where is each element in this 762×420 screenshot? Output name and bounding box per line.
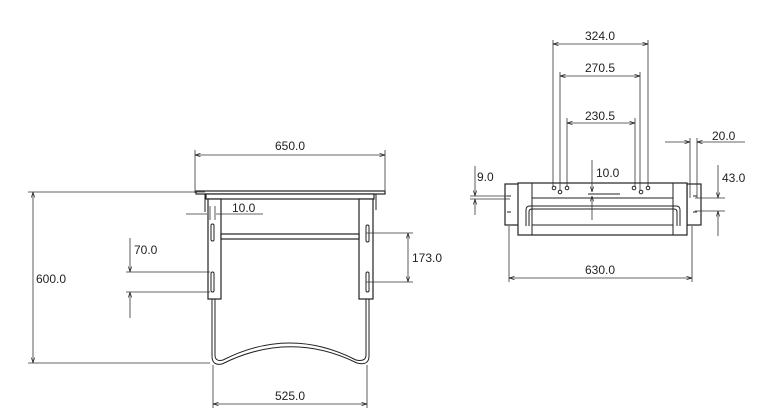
dim-label: 525.0	[275, 389, 305, 403]
right-view: 324.0 270.5 230.5 10.0 20.0 9.0 43.0 630…	[470, 29, 746, 282]
dimension-650: 650.0	[194, 139, 386, 193]
dimension-525: 525.0	[212, 365, 368, 408]
dim-label: 630.0	[585, 263, 615, 277]
dimension-600: 600.0	[28, 191, 210, 364]
dim-label: 20.0	[712, 129, 736, 143]
dim-label: 9.0	[477, 170, 494, 184]
dimension-230-5: 230.5	[566, 109, 636, 186]
left-view: 650.0 10.0 70.0 173.0 600.0 525.0	[28, 139, 442, 408]
dim-label: 173.0	[412, 251, 442, 265]
dimension-70: 70.0	[126, 238, 210, 318]
dimension-630: 630.0	[508, 226, 693, 282]
dimension-10: 10.0	[186, 201, 263, 220]
dim-label: 230.5	[585, 109, 615, 123]
dim-label: 70.0	[134, 243, 158, 257]
dimension-9: 9.0	[470, 166, 510, 215]
dim-label: 600.0	[36, 272, 66, 286]
dimension-173: 173.0	[366, 232, 442, 283]
dimension-10: 10.0	[592, 160, 620, 220]
keyboard-tray-front	[195, 190, 386, 365]
dim-label: 43.0	[722, 171, 746, 185]
dimension-324: 324.0	[552, 29, 649, 186]
dimension-270-5: 270.5	[559, 61, 641, 190]
dim-label: 10.0	[596, 166, 620, 180]
keyboard-tray-top	[504, 182, 702, 236]
dimension-43: 43.0	[695, 165, 746, 236]
dim-label: 270.5	[585, 61, 615, 75]
dim-label: 650.0	[275, 139, 305, 153]
dim-label: 324.0	[585, 29, 615, 43]
dimension-20: 20.0	[665, 129, 745, 198]
dim-label: 10.0	[232, 201, 256, 215]
